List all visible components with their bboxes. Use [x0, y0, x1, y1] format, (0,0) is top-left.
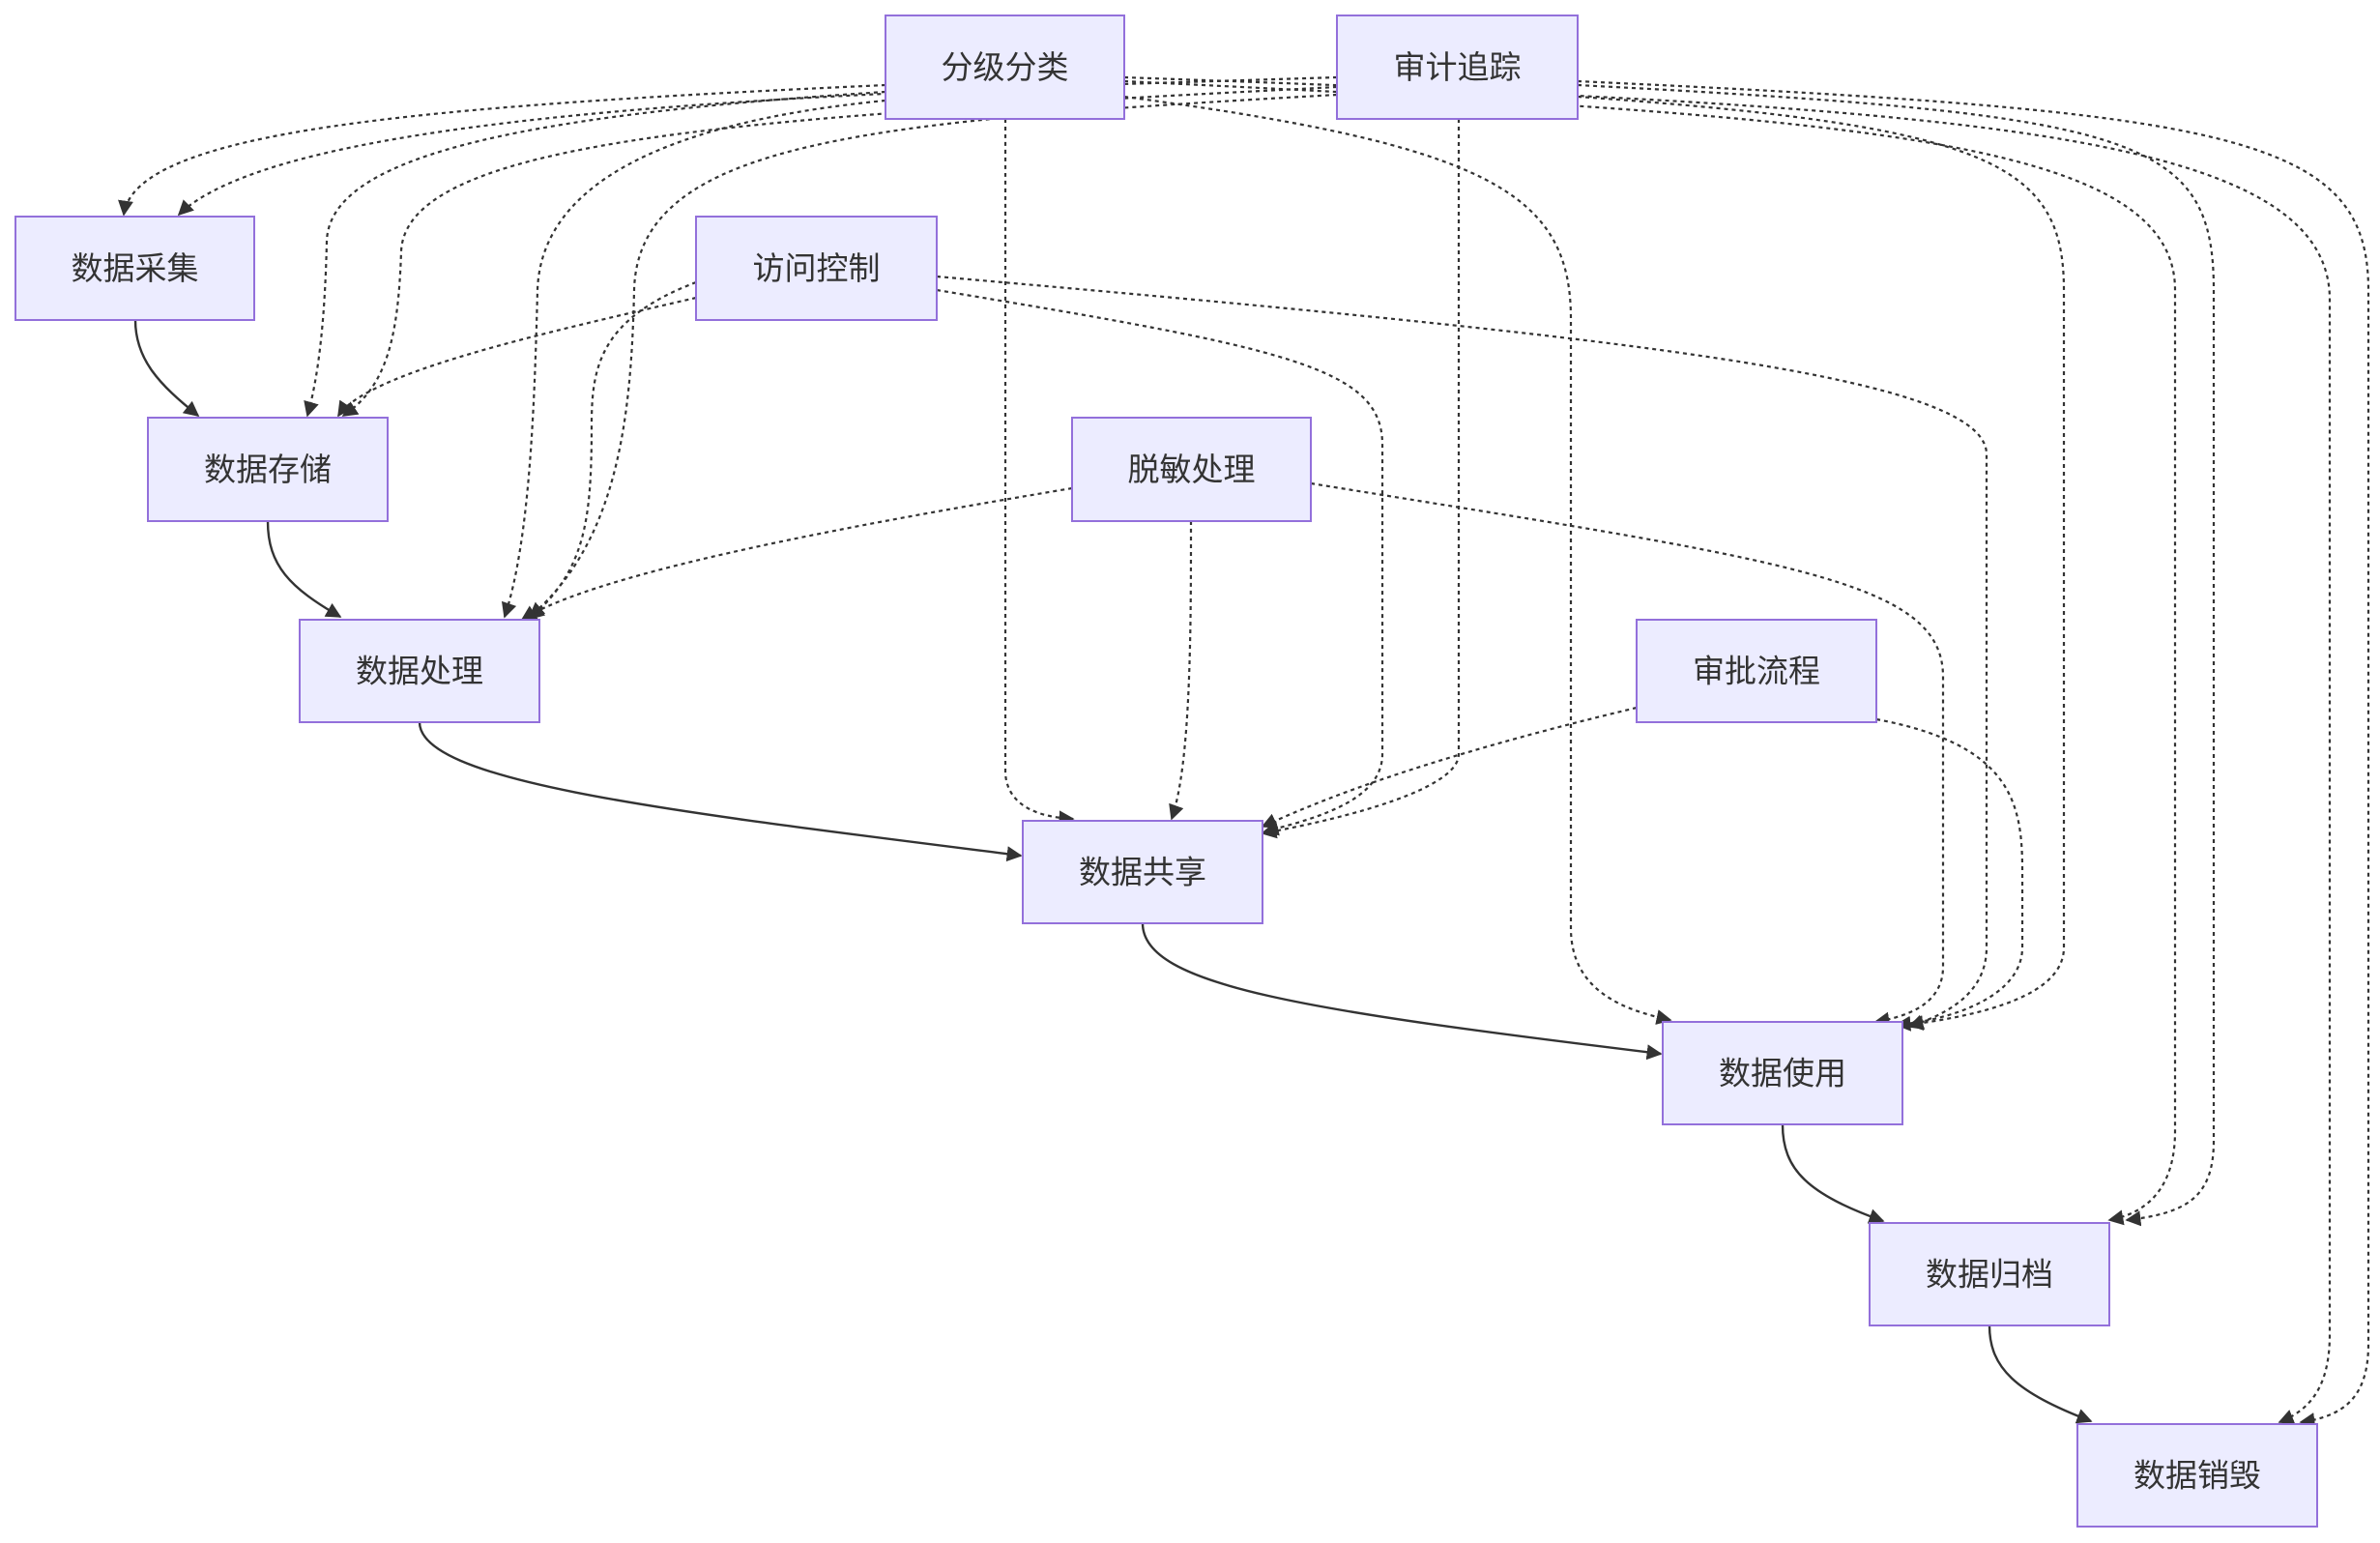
node-label-destroy: 数据销毁: [2133, 1457, 2261, 1495]
edge-archive-to-destroy: [1988, 1325, 2093, 1424]
node-approval[interactable]: 审批流程: [1636, 619, 1877, 723]
node-label-collect: 数据采集: [72, 249, 199, 287]
edge-storage-to-process: [266, 520, 342, 619]
node-box-use[interactable]: [1662, 1021, 1903, 1125]
edge-collect-to-storage: [133, 319, 200, 417]
node-label-process: 数据处理: [356, 653, 483, 690]
edge-audit-to-use: [1577, 95, 2066, 1032]
edge-process-to-share: [418, 721, 1023, 862]
node-archive[interactable]: 数据归档: [1869, 1222, 2110, 1326]
node-label-archive: 数据归档: [1926, 1256, 2053, 1294]
edge-desensitize-to-process: [520, 486, 1073, 621]
node-collect[interactable]: 数据采集: [15, 216, 255, 321]
edge-classification-to-use: [1123, 95, 1672, 1025]
edge-classification-to-destroy: [1123, 75, 2332, 1424]
node-label-classification: 分级分类: [942, 48, 1069, 86]
edges-layer: [118, 75, 2370, 1429]
node-box-process[interactable]: [299, 619, 540, 723]
edge-use-to-archive: [1781, 1123, 1885, 1224]
node-label-audit: 审计追踪: [1394, 48, 1522, 86]
edge-access-to-storage: [337, 296, 697, 418]
node-audit[interactable]: 审计追踪: [1336, 15, 1579, 120]
node-label-approval: 审批流程: [1693, 653, 1820, 690]
edge-share-to-use: [1141, 922, 1663, 1061]
node-box-archive[interactable]: [1869, 1222, 2110, 1326]
node-label-access: 访问控制: [753, 249, 881, 287]
node-box-destroy[interactable]: [2076, 1423, 2318, 1528]
node-classification[interactable]: 分级分类: [885, 15, 1125, 120]
node-use[interactable]: 数据使用: [1662, 1021, 1903, 1125]
edge-desensitize-to-share: [1169, 520, 1193, 821]
edge-classification-to-share: [1003, 119, 1075, 827]
edge-approval-to-share: [1261, 706, 1638, 829]
edge-classification-to-process: [501, 99, 886, 619]
node-desensitize[interactable]: 脱敏处理: [1071, 417, 1312, 522]
node-destroy[interactable]: 数据销毁: [2076, 1423, 2318, 1528]
edge-audit-to-collect: [177, 75, 1338, 217]
node-label-share: 数据共享: [1079, 854, 1206, 891]
edge-access-to-share: [936, 288, 1384, 836]
edge-approval-to-use: [1875, 717, 2024, 1032]
edge-audit-to-share: [1261, 119, 1461, 839]
edge-desensitize-to-use: [1310, 481, 1945, 1028]
node-box-desensitize[interactable]: [1071, 417, 1312, 522]
node-share[interactable]: 数据共享: [1022, 820, 1263, 924]
node-box-collect[interactable]: [15, 216, 255, 321]
edge-classification-to-collect: [118, 83, 886, 217]
node-label-use: 数据使用: [1719, 1055, 1846, 1092]
edge-access-to-process: [528, 280, 697, 621]
node-access[interactable]: 访问控制: [695, 216, 938, 321]
node-box-audit[interactable]: [1336, 15, 1579, 120]
node-box-share[interactable]: [1022, 820, 1263, 924]
edge-audit-to-archive: [1577, 83, 2216, 1227]
node-box-classification[interactable]: [885, 15, 1125, 120]
node-box-approval[interactable]: [1636, 619, 1877, 723]
edge-audit-to-destroy: [1577, 79, 2370, 1429]
edge-audit-to-process: [528, 93, 1338, 619]
node-box-storage[interactable]: [147, 417, 389, 522]
node-label-storage: 数据存储: [204, 451, 332, 488]
node-label-desensitize: 脱敏处理: [1128, 451, 1256, 488]
node-box-access[interactable]: [695, 216, 938, 321]
edge-audit-to-storage: [341, 85, 1338, 417]
node-storage[interactable]: 数据存储: [147, 417, 389, 522]
node-process[interactable]: 数据处理: [299, 619, 540, 723]
